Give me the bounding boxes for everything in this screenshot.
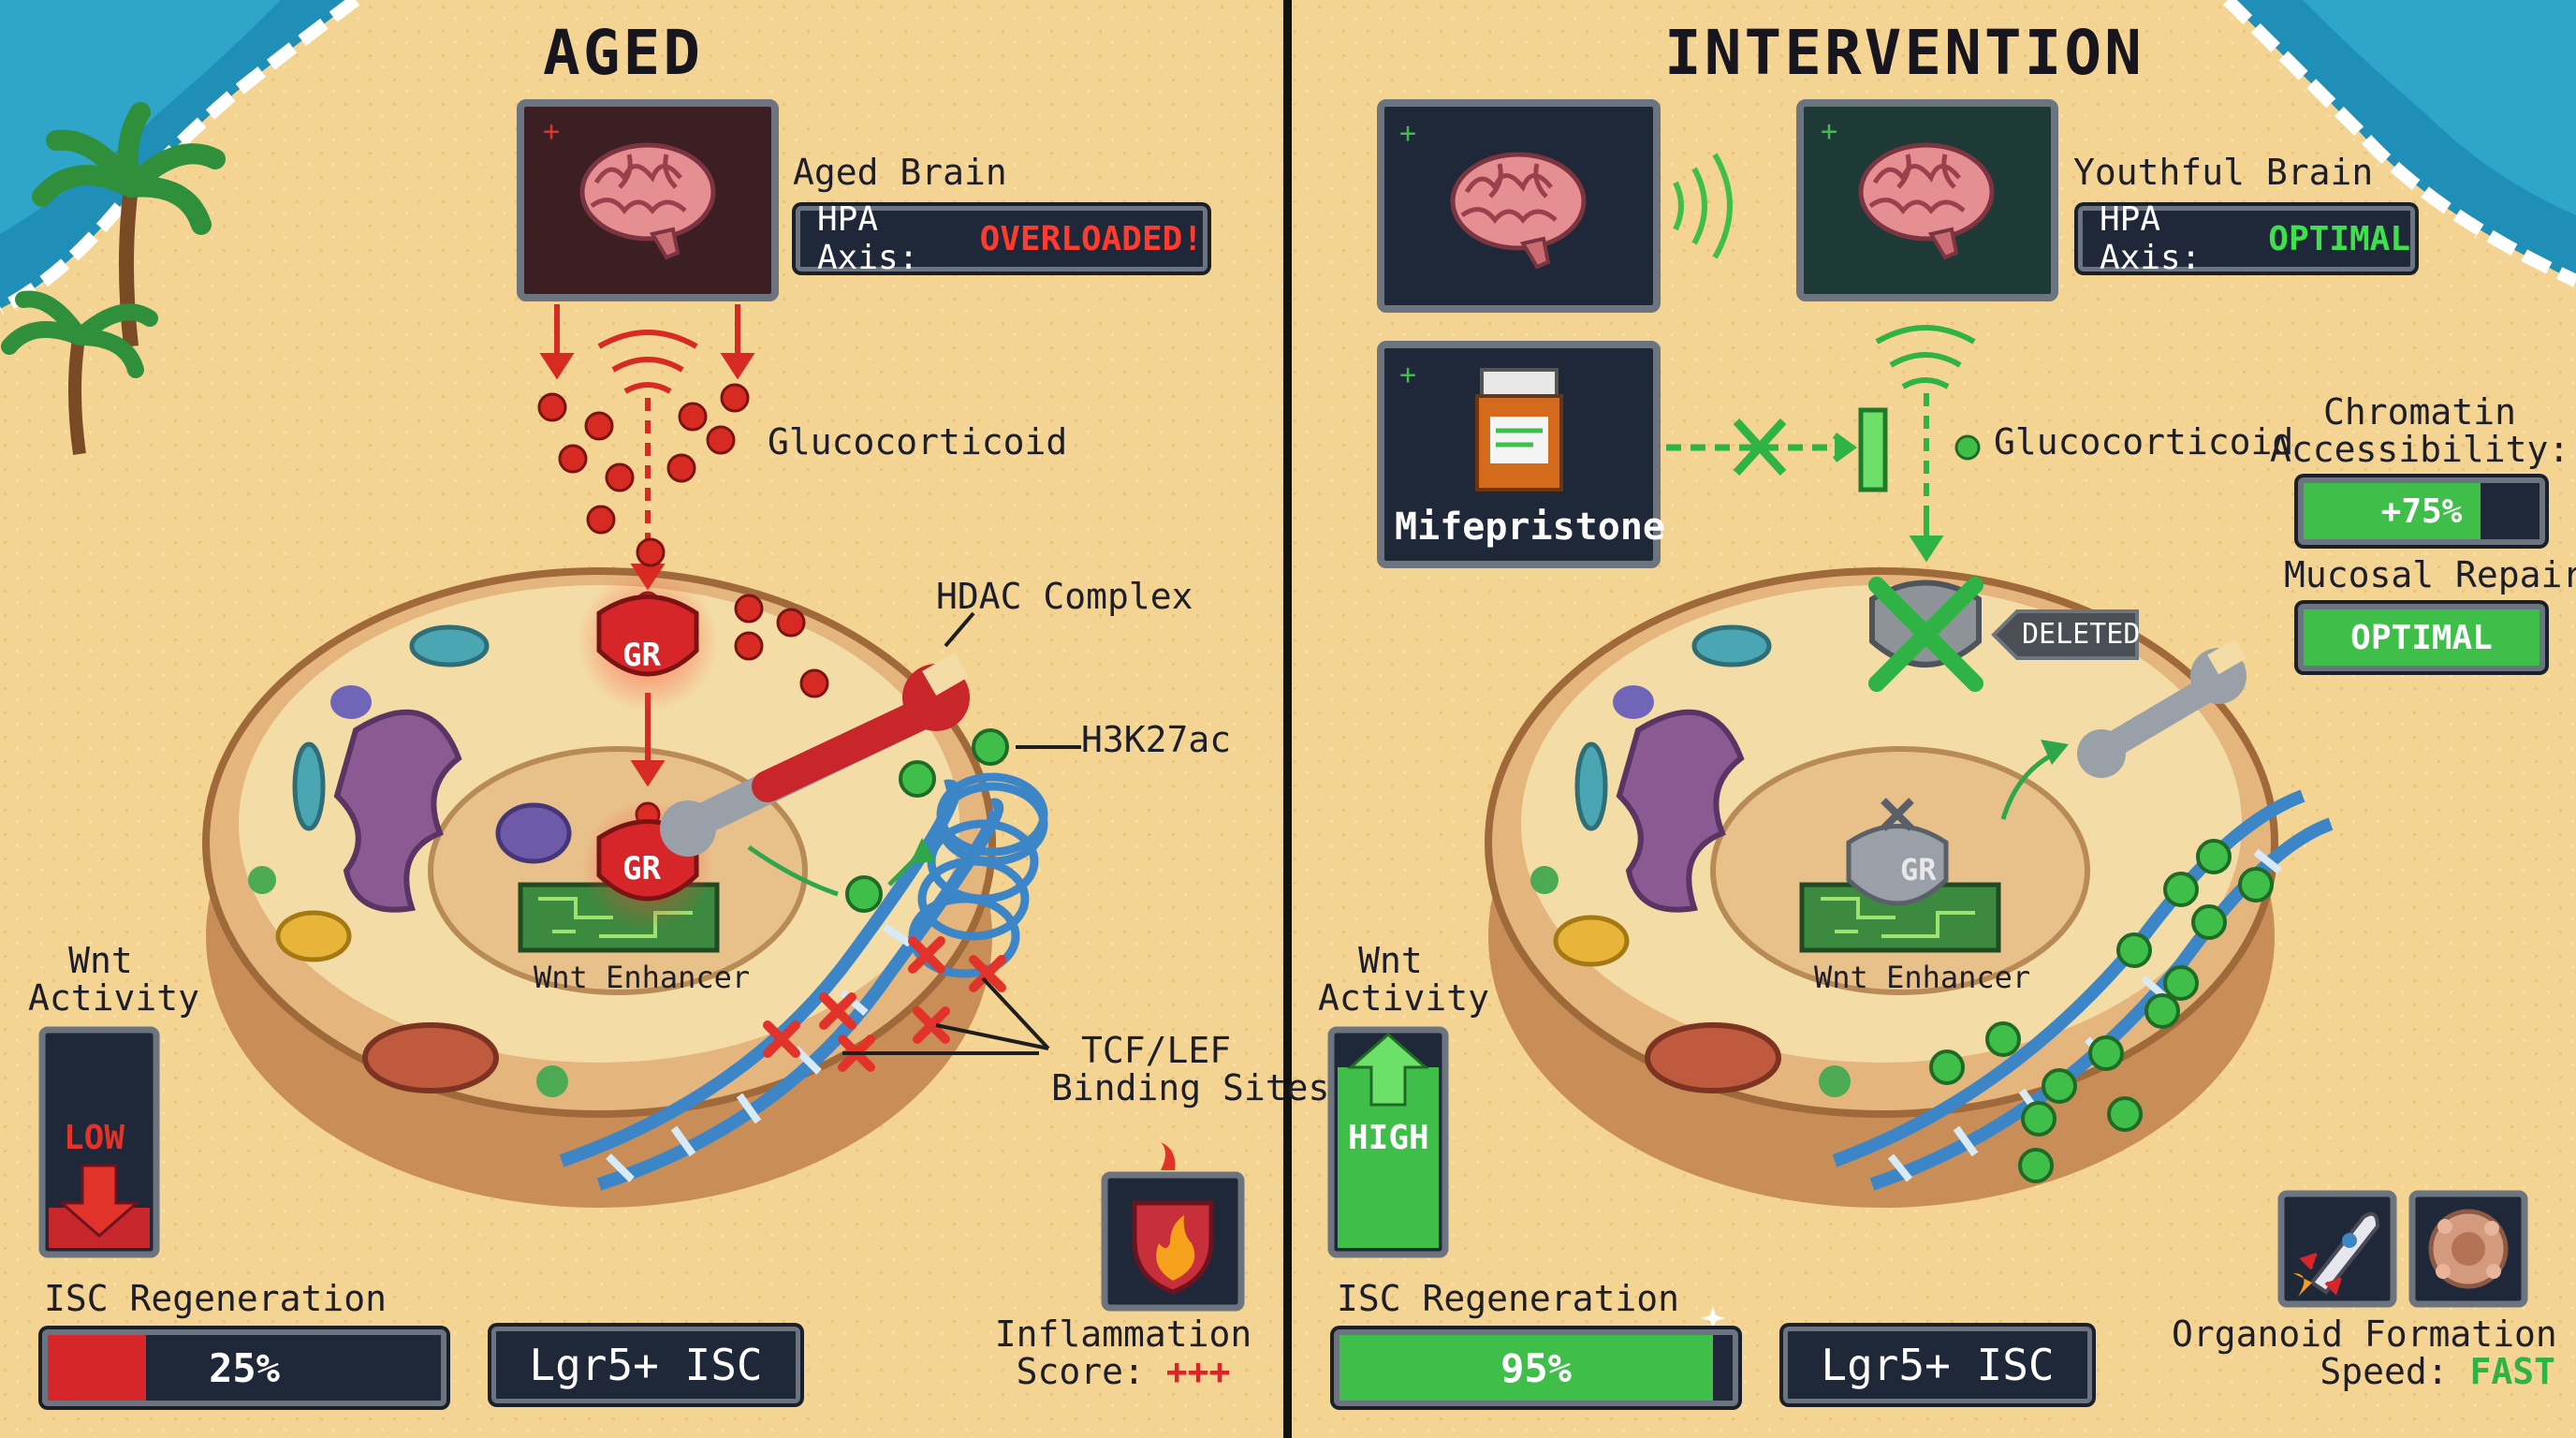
aged-isc-value: 25% bbox=[209, 1344, 280, 1391]
mifepristone-label: Mifepristone bbox=[1395, 506, 1665, 549]
inflammation-label-2: Score: bbox=[1016, 1351, 1145, 1392]
intervention-hpa-status: OPTIMAL bbox=[2268, 219, 2410, 258]
aged-lgr5-isc-chip: Lgr5+ ISC bbox=[491, 1327, 800, 1403]
aged-h3k27ac-marks bbox=[845, 728, 1009, 913]
intervention-isc-bar: 95% bbox=[1334, 1329, 1738, 1406]
mucosal-repair-bar: OPTIMAL bbox=[2298, 604, 2545, 671]
intervention-isc-bar-fill bbox=[1339, 1335, 1713, 1401]
organoid-value: FAST bbox=[2469, 1351, 2555, 1392]
intervention-wnt-enhancer-label: Wnt Enhancer bbox=[1814, 960, 2031, 995]
hdac-complex-label: HDAC Complex bbox=[936, 576, 1193, 617]
aged-wnt-meter bbox=[38, 1026, 160, 1258]
aged-hpa-status-chip: HPA Axis: OVERLOADED! bbox=[796, 200, 1208, 277]
chromatin-label: Chromatin Accessibility: bbox=[2270, 393, 2569, 468]
h3k27ac-label: H3K27ac bbox=[1081, 719, 1232, 760]
aged-wnt-label: Wnt Activity bbox=[28, 940, 200, 1019]
intervention-open-binding-sites bbox=[1929, 839, 2274, 1183]
intervention-wnt-enhancer-chip bbox=[1799, 882, 2001, 953]
deleted-tag bbox=[1991, 609, 2139, 660]
palm-tree-icon bbox=[1, 102, 226, 455]
aged-wnt-level: LOW bbox=[64, 1119, 125, 1157]
aged-gr-label-2: GR bbox=[622, 850, 661, 888]
intervention-hpa-prefix: HPA Axis: bbox=[2100, 200, 2202, 277]
svg-text:+: + bbox=[1821, 115, 1837, 148]
aged-isc-bar-fill bbox=[48, 1335, 146, 1401]
chromatin-label-1: Chromatin bbox=[2323, 391, 2516, 433]
binding-sites-label: Binding Sites bbox=[1051, 1067, 1330, 1108]
aged-organelles bbox=[248, 624, 572, 1097]
inflammation-value: +++ bbox=[1165, 1351, 1231, 1392]
blocking-arrow bbox=[1666, 418, 1857, 477]
intervention-gr-label: GR bbox=[1900, 852, 1937, 888]
aged-wnt-label-2: Activity bbox=[28, 977, 200, 1019]
deleted-label: DELETED bbox=[2022, 618, 2141, 651]
organoid-label: Organoid Formation Speed: FAST bbox=[2172, 1313, 2557, 1392]
chromatin-value: +75% bbox=[2380, 492, 2463, 531]
intervention-gr-deleted-nucleus bbox=[1846, 798, 1949, 906]
aged-gr-label-1: GR bbox=[622, 637, 661, 674]
intervention-organelles bbox=[1530, 624, 1851, 1097]
ocean-right bbox=[2223, 0, 2576, 287]
aged-isc-label: ISC Regeneration bbox=[44, 1278, 388, 1319]
svg-text:+: + bbox=[1399, 359, 1416, 391]
intervention-signal bbox=[1875, 325, 1976, 563]
pill-bottle-icon bbox=[1475, 368, 1563, 492]
aged-hpa-prefix: HPA Axis: bbox=[817, 200, 919, 277]
arrow-up-icon bbox=[1347, 1033, 1429, 1107]
rocket-icon bbox=[2293, 1211, 2380, 1297]
intervention-wnt-label-2: Activity bbox=[1318, 977, 1490, 1019]
aged-blocked-binding-sites bbox=[763, 936, 1006, 1072]
aged-title: AGED bbox=[543, 17, 703, 89]
intervention-glucocorticoid-label: Glucocorticoid bbox=[1994, 421, 2294, 462]
intervention-wnt-level: HIGH bbox=[1348, 1119, 1429, 1157]
svg-text:+: + bbox=[543, 115, 560, 148]
glucocorticoid-molecule bbox=[1954, 434, 1981, 461]
mucosal-repair-bar-fill bbox=[2304, 609, 2539, 666]
intervention-wnt-label: Wnt Activity bbox=[1318, 940, 1490, 1019]
mucosal-repair-value: OPTIMAL bbox=[2350, 618, 2493, 657]
aged-hdac-wrench-icon bbox=[660, 653, 970, 857]
intervention-isc-value: 95% bbox=[1500, 1344, 1572, 1391]
chromatin-bar: +75% bbox=[2298, 477, 2545, 545]
svg-text:+: + bbox=[1399, 117, 1416, 150]
organoid-label-1: Organoid Formation bbox=[2172, 1313, 2557, 1355]
inflammation-label: Inflammation Score: +++ bbox=[992, 1315, 1254, 1390]
aged-gr-receptor-cytoplasm bbox=[596, 594, 699, 677]
intervention-isc-label: ISC Regeneration bbox=[1337, 1278, 1680, 1319]
intervention-gr-deleted-cytoplasm bbox=[1868, 577, 1983, 692]
aged-wnt-label-1: Wnt bbox=[68, 940, 133, 981]
shield-fire-icon bbox=[1132, 1142, 1214, 1295]
tcf-lef-label: TCF/LEF bbox=[1081, 1030, 1232, 1071]
receptor-antagonist-bar bbox=[1858, 407, 1888, 492]
panel-divider bbox=[1283, 0, 1292, 1438]
signal-waves-icon bbox=[1673, 153, 1733, 259]
chromatin-bar-fill bbox=[2304, 483, 2481, 539]
intervention-wnt-label-1: Wnt bbox=[1358, 940, 1423, 981]
mucosal-repair-label: Mucosal Repair: bbox=[2284, 554, 2576, 595]
intervention-lgr5-isc-chip: Lgr5+ ISC bbox=[1783, 1327, 2092, 1403]
arrow-down-icon bbox=[58, 1164, 140, 1238]
organoid-label-2: Speed: bbox=[2320, 1351, 2449, 1392]
aged-brain-label: Aged Brain bbox=[793, 152, 1007, 193]
intervention-title: INTERVENTION bbox=[1664, 17, 2144, 89]
organoid-icon bbox=[2428, 1209, 2509, 1289]
aged-glucocorticoid-label: Glucocorticoid bbox=[768, 421, 1068, 462]
youthful-brain-label: Youthful Brain bbox=[2073, 152, 2374, 193]
intervention-wrench-icon bbox=[2077, 638, 2247, 778]
intervention-hpa-status-chip: HPA Axis: OPTIMAL bbox=[2078, 200, 2415, 277]
aged-isc-bar: 25% bbox=[42, 1329, 446, 1406]
chromatin-label-2: Accessibility: bbox=[2270, 429, 2570, 470]
aged-wnt-enhancer-label: Wnt Enhancer bbox=[534, 960, 751, 995]
aged-hpa-status: OVERLOADED! bbox=[979, 219, 1203, 258]
inflammation-label-1: Inflammation bbox=[994, 1313, 1252, 1355]
